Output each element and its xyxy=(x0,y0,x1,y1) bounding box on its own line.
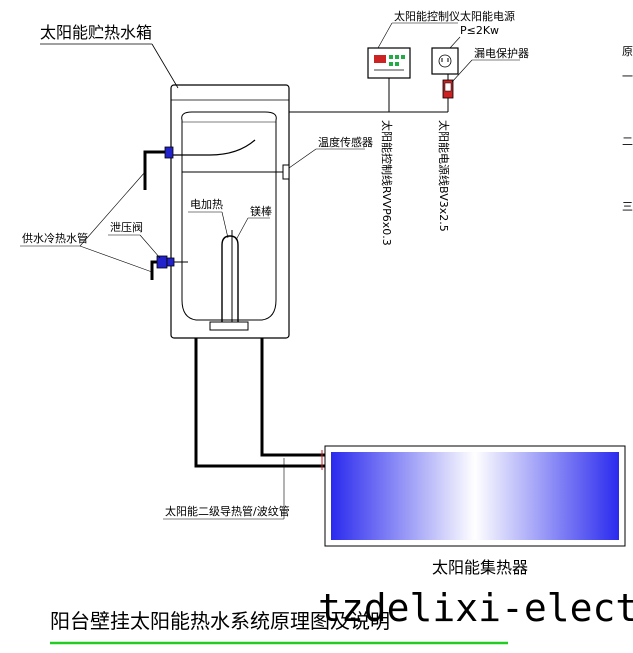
upper-pipe-fitting xyxy=(143,146,174,190)
side-item-3: 三 xyxy=(622,200,633,213)
tank-outer-shell xyxy=(170,84,290,339)
controller-light-1 xyxy=(389,55,393,59)
controller-label-leader xyxy=(377,22,393,49)
controller-light-4 xyxy=(389,62,393,66)
pressure-relief-valve xyxy=(150,255,175,280)
electric-heater-element xyxy=(221,235,239,322)
controller-display xyxy=(374,55,386,63)
supply-pipe-leader-lower xyxy=(79,245,153,273)
supply-pipe-leader-upper xyxy=(79,171,146,247)
storage-tank xyxy=(170,84,290,339)
tank-label-leader xyxy=(151,43,179,89)
tank-inner-vessel xyxy=(181,111,277,321)
hot-water-outlet-pipe xyxy=(172,139,256,156)
heater-mount-base xyxy=(209,321,249,331)
circulation-pipe-left xyxy=(194,338,325,468)
side-title: 原 xyxy=(622,45,633,58)
upper-supply-pipe xyxy=(143,150,168,190)
side-item-1: 一 xyxy=(622,70,633,83)
side-item-2: 二 xyxy=(622,135,633,148)
pressure-valve-label: 泄压阀 xyxy=(110,220,143,234)
controller-light-3 xyxy=(401,55,405,59)
leakage-protector xyxy=(442,79,454,99)
collector-panel xyxy=(331,452,619,540)
watermark-text: tzdelixi-electr xyxy=(318,586,633,630)
leakage-protector-label: 漏电保护器 xyxy=(474,46,529,60)
controller-light-2 xyxy=(395,55,399,59)
tank-label: 太阳能贮热水箱 xyxy=(40,23,152,42)
protector-plug-face xyxy=(444,82,452,92)
temp-sensor-head xyxy=(282,164,290,180)
supply-pipe-label: 供水冷热水管 xyxy=(22,231,88,245)
protector-label-leader xyxy=(451,59,473,83)
rod-label-leader xyxy=(235,217,249,241)
power-socket xyxy=(431,47,459,80)
heater-label-leader xyxy=(221,211,229,239)
socket-outlet xyxy=(438,54,452,68)
temp-sensor-leader xyxy=(288,148,317,169)
upper-valve-icon xyxy=(164,146,174,159)
power-rating-label: P≤2Kw xyxy=(460,24,499,37)
magnesium-rod-label: 镁棒 xyxy=(250,204,272,218)
diagram-caption: 阳台壁挂太阳能热水系统原理图及说明 xyxy=(50,609,390,633)
pressure-valve-icon xyxy=(156,255,168,269)
power-label-leader xyxy=(449,36,461,49)
power-source-label: 太阳能电源 xyxy=(460,9,515,23)
collector-label: 太阳能集热器 xyxy=(432,558,528,577)
controller-label: 太阳能控制仪 xyxy=(394,9,460,23)
control-cable-label: 太阳能控制线RVVP6x0.3 xyxy=(380,120,394,246)
solar-collector xyxy=(324,445,626,547)
controller-light-5 xyxy=(395,62,399,66)
circulation-pipe-right xyxy=(260,338,325,457)
circulation-pipe-label: 太阳能二级导热管/波纹管 xyxy=(165,504,290,518)
temp-sensor-label: 温度传感器 xyxy=(318,135,373,149)
socket-box xyxy=(431,47,459,75)
pressure-valve-leader xyxy=(139,234,161,259)
lower-valve-fitting-icon xyxy=(166,257,175,267)
power-cable-label: 太阳能电源线BV3x2.5 xyxy=(437,120,451,232)
solar-controller xyxy=(367,47,411,79)
electric-heater-label: 电加热 xyxy=(190,198,223,211)
